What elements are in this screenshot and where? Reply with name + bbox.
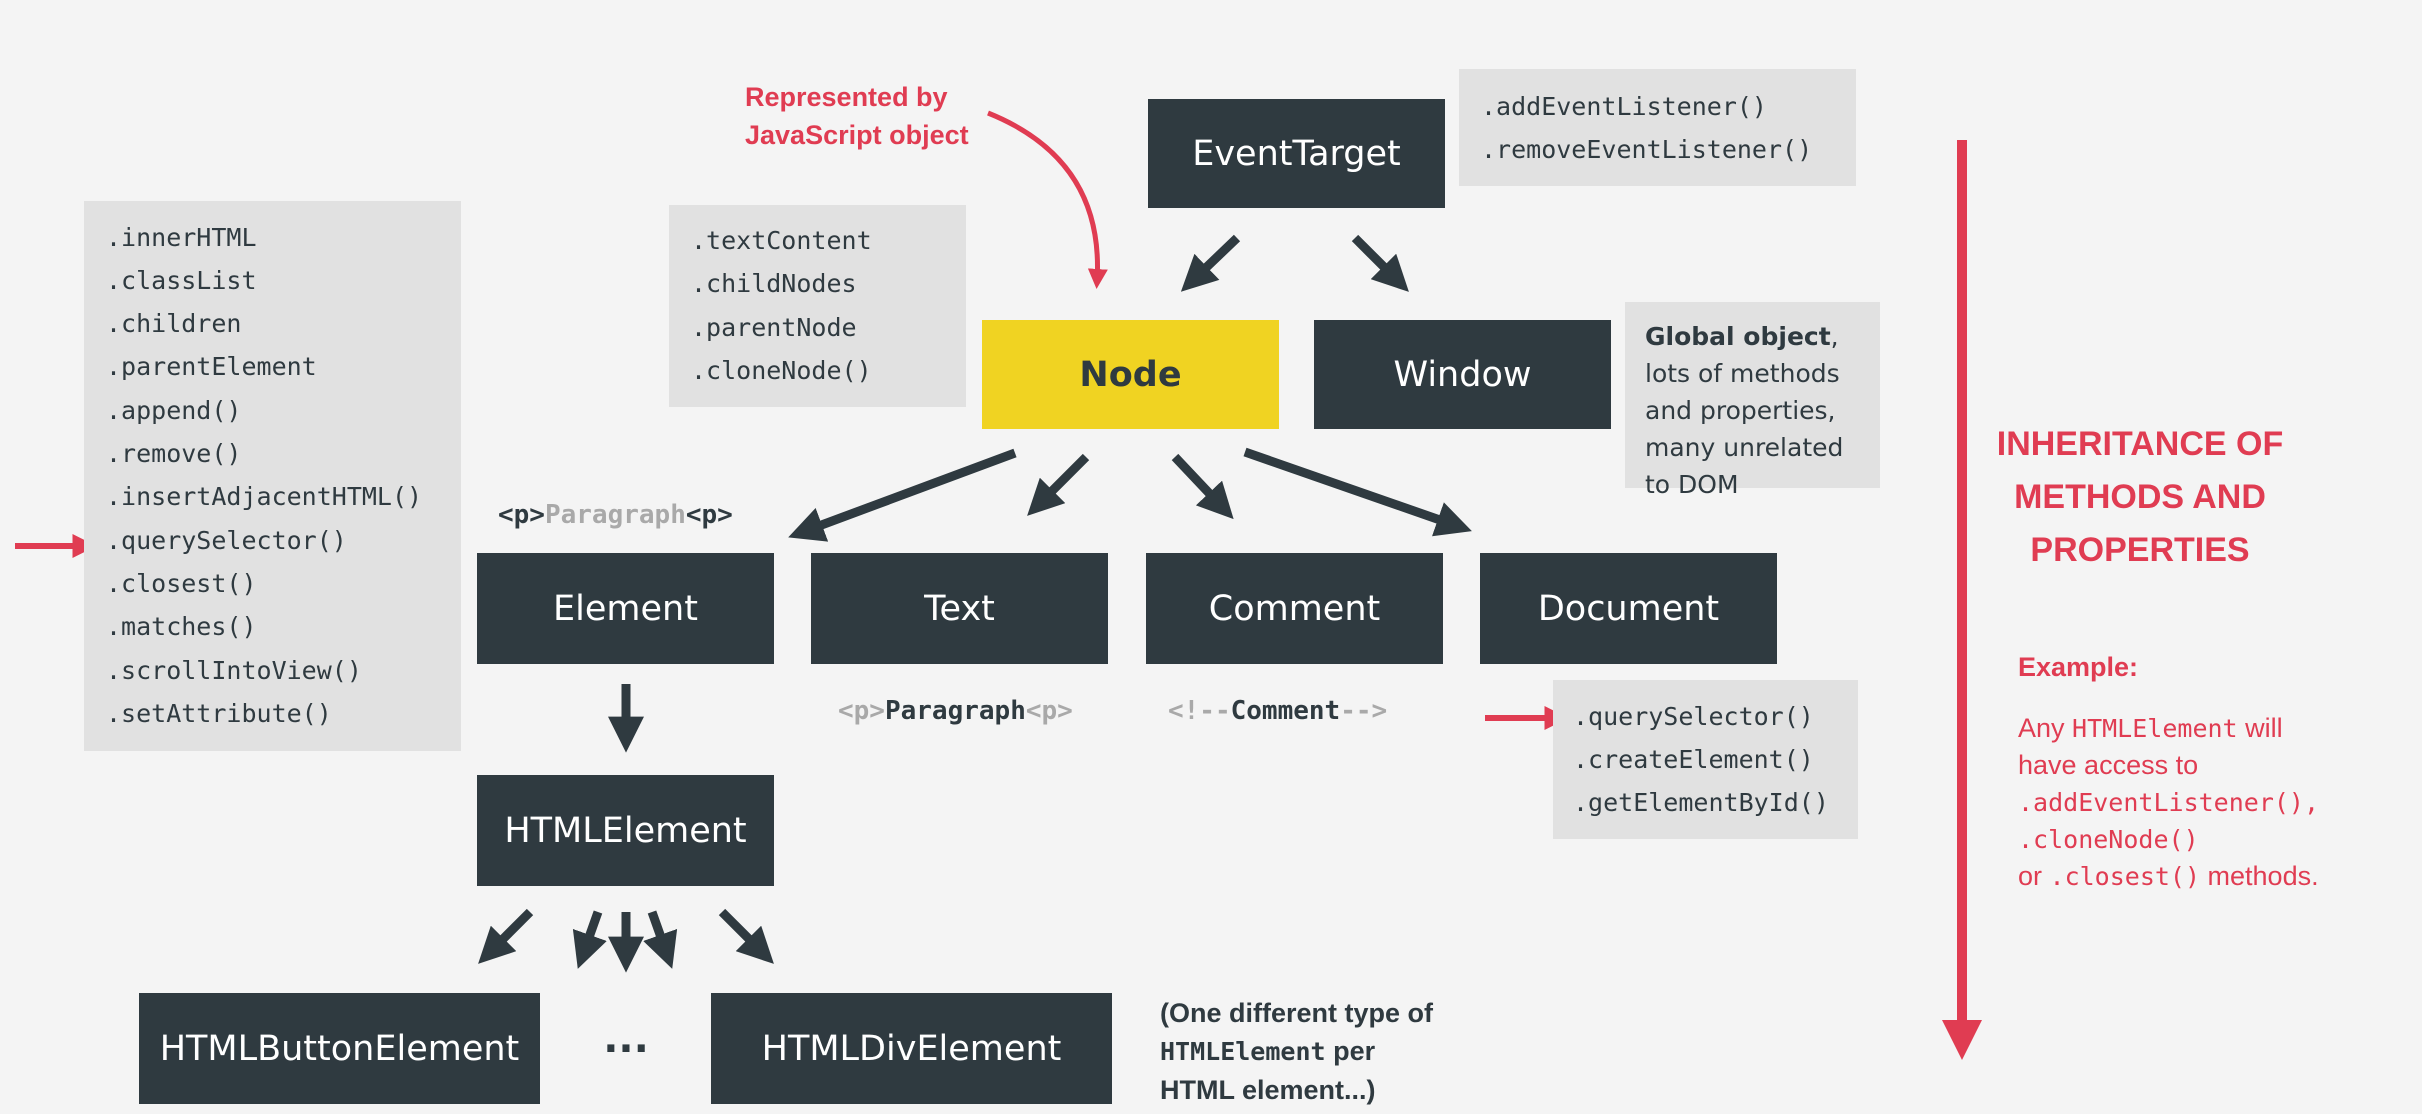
method-item: .createElement()	[1573, 745, 1814, 774]
method-item: .setAttribute()	[106, 699, 332, 728]
tag-open: <p>	[498, 500, 545, 530]
arrow-annotation-to-node	[987, 110, 1108, 289]
tag-inner: Paragraph	[544, 500, 686, 530]
window-note: Global object, lots of methods and prope…	[1625, 302, 1880, 499]
inheritance-title-line-2: METHODS AND	[2014, 478, 2266, 516]
tag-open: <p>	[838, 696, 885, 726]
method-item: .insertAdjacentHTML()	[106, 482, 423, 511]
example-htmlelement-code: HTMLElement	[2072, 714, 2238, 743]
method-item: .childNodes	[691, 269, 857, 298]
box-element: Element	[477, 553, 774, 664]
method-item: .classList	[106, 266, 257, 295]
method-item: .remove()	[106, 439, 242, 468]
arrow-htmlelement-to-div	[718, 908, 774, 964]
ellipsis: ...	[603, 1016, 649, 1062]
box-document: Document	[1480, 553, 1777, 664]
tag-example-text: <p>Paragraph<p>	[838, 696, 1073, 726]
method-item: .append()	[106, 396, 242, 425]
example-will: will	[2237, 713, 2283, 743]
inheritance-title-line-1: INHERITANCE OF	[1996, 425, 2284, 463]
method-item: .querySelector()	[1573, 702, 1814, 731]
box-node: Node	[982, 320, 1279, 429]
method-item: .matches()	[106, 612, 257, 641]
panel-element-methods: .innerHTML .classList .children .parentE…	[84, 201, 461, 751]
example-any: Any	[2018, 713, 2073, 743]
example-method-2: .cloneNode()	[2018, 825, 2199, 854]
inheritance-title-line-3: PROPERTIES	[2030, 531, 2250, 569]
box-htmlelement: HTMLElement	[477, 775, 774, 886]
tag-close: <p>	[1025, 696, 1073, 726]
method-item: .cloneNode()	[691, 356, 872, 385]
arrow-htmlelement-fan-1	[572, 910, 607, 969]
tag-close: <p>	[685, 500, 733, 530]
tag-close: -->	[1340, 696, 1388, 726]
method-item: .closest()	[106, 569, 257, 598]
method-item: .children	[106, 309, 242, 338]
panel-node-methods: .textContent .childNodes .parentNode .cl…	[669, 205, 966, 407]
example-line-2: have access to	[2018, 750, 2199, 780]
arrow-htmlelement-fan-3	[643, 910, 678, 969]
window-note-rest: , lots of methods and properties, many u…	[1645, 322, 1844, 499]
annotation-represented-by: Represented by JavaScript object	[745, 78, 969, 154]
tag-example-comment: <!--Comment-->	[1168, 696, 1387, 726]
html-element-note-line-1: (One different type of	[1160, 998, 1434, 1028]
box-text: Text	[811, 553, 1108, 664]
annotation-line-2: JavaScript object	[745, 120, 969, 150]
arrow-node-to-element	[788, 448, 1017, 542]
method-item: .scrollIntoView()	[106, 656, 362, 685]
tag-inner: Comment	[1230, 696, 1341, 726]
html-element-note-code: HTMLElement	[1160, 1037, 1326, 1066]
arrow-htmlelement-to-button	[478, 908, 534, 964]
html-element-note-line-2: HTMLElement per	[1160, 1032, 1433, 1071]
arrow-node-to-document	[1243, 447, 1472, 537]
box-htmldivelement: HTMLDivElement	[711, 993, 1112, 1104]
arrow-eventtarget-to-node	[1180, 234, 1241, 292]
arrow-node-to-comment	[1171, 453, 1234, 520]
html-element-note-per: per	[1325, 1036, 1376, 1066]
arrow-eventtarget-to-window	[1351, 234, 1409, 292]
panel-document-methods: .querySelector() .createElement() .getEl…	[1553, 680, 1858, 839]
tag-example-element: <p>Paragraph<p>	[498, 500, 733, 530]
example-or: or	[2018, 861, 2050, 891]
tag-open: <!--	[1168, 696, 1231, 726]
panel-eventtarget-methods: .addEventListener() .removeEventListener…	[1459, 69, 1856, 186]
html-element-note-line-3: HTML element...)	[1160, 1075, 1376, 1105]
annotation-line-1: Represented by	[745, 82, 948, 112]
example-line-1: Any HTMLElement will	[2018, 710, 2319, 747]
method-item: .innerHTML	[106, 223, 257, 252]
method-item: .parentNode	[691, 313, 857, 342]
box-eventtarget: EventTarget	[1148, 99, 1445, 208]
example-method-1: .addEventListener(),	[2018, 788, 2320, 817]
example-line-5: or .closest() methods.	[2018, 858, 2319, 895]
method-item: .querySelector()	[106, 526, 347, 555]
inheritance-title: INHERITANCE OF METHODS AND PROPERTIES	[1980, 418, 2300, 577]
arrow-node-to-text	[1027, 453, 1090, 516]
method-item: .textContent	[691, 226, 872, 255]
box-htmlbuttonelement: HTMLButtonElement	[139, 993, 540, 1104]
window-note-bold: Global object	[1645, 322, 1831, 351]
html-element-note: (One different type of HTMLElement per H…	[1160, 994, 1433, 1109]
example-label: Example:	[2018, 652, 2139, 682]
example-methods: methods.	[2200, 861, 2319, 891]
method-item: .parentElement	[106, 352, 317, 381]
tag-inner: Paragraph	[884, 696, 1026, 726]
box-comment: Comment	[1146, 553, 1443, 664]
method-item: .removeEventListener()	[1481, 135, 1813, 164]
method-item: .addEventListener()	[1481, 92, 1767, 121]
box-window: Window	[1314, 320, 1611, 429]
example-text: Any HTMLElement will have access to .add…	[2018, 710, 2319, 895]
method-item: .getElementById()	[1573, 788, 1829, 817]
example-method-3: .closest()	[2049, 862, 2201, 891]
